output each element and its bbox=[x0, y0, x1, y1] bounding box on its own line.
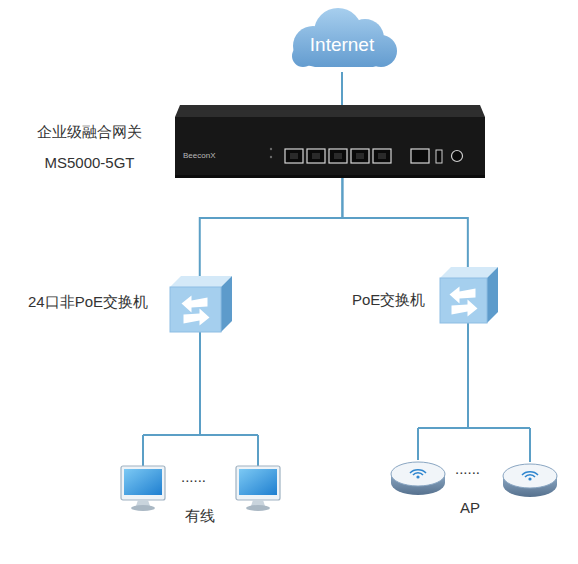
network-link bbox=[341, 72, 343, 105]
monitor-frame bbox=[121, 466, 165, 500]
port-socket bbox=[378, 153, 386, 159]
group-label: 有线 bbox=[185, 507, 215, 526]
network-link bbox=[342, 178, 467, 267]
ellipsis-dots: ...... bbox=[455, 460, 480, 477]
status-led bbox=[270, 156, 272, 158]
pc-icon bbox=[121, 466, 165, 511]
pc-icon bbox=[236, 466, 280, 511]
switch-side bbox=[221, 276, 232, 332]
ethernet-port bbox=[373, 149, 391, 163]
cloud-label: Internet bbox=[283, 32, 401, 58]
monitor-screen bbox=[239, 469, 277, 495]
switch-icon-outline bbox=[170, 276, 232, 332]
internet-cloud: Internet bbox=[283, 6, 401, 72]
switch-label: PoE交换机 bbox=[352, 290, 432, 310]
device-bottom-edge bbox=[175, 175, 485, 178]
switch-body bbox=[170, 276, 232, 332]
switch-arrow bbox=[182, 296, 208, 313]
brand-text: BeeconX bbox=[183, 151, 223, 161]
port-socket bbox=[290, 153, 298, 159]
usb-port bbox=[436, 150, 442, 163]
wifi-symbol bbox=[410, 470, 426, 475]
ap-icon bbox=[503, 464, 557, 497]
console-port bbox=[411, 149, 429, 163]
device-top bbox=[175, 105, 485, 117]
ethernet-port bbox=[351, 149, 369, 163]
device-front bbox=[175, 117, 485, 178]
monitor-base bbox=[131, 505, 155, 511]
gateway-device: 企业级融合网关 MS5000-5GTBeeconX bbox=[175, 105, 485, 178]
monitor-base bbox=[246, 505, 270, 511]
switch-arrow bbox=[450, 287, 476, 304]
gateway-device-outline bbox=[175, 105, 485, 178]
switch-arrow bbox=[452, 300, 478, 317]
switch-arrow bbox=[184, 309, 210, 326]
ap-branch-wire bbox=[418, 322, 530, 462]
gateway-body bbox=[175, 105, 485, 178]
switch-side bbox=[487, 267, 498, 323]
ethernet-port bbox=[329, 149, 347, 163]
switch-icon-outline bbox=[440, 267, 498, 323]
power-jack bbox=[452, 151, 463, 162]
ellipsis-dots: ...... bbox=[181, 468, 206, 485]
wifi-dot bbox=[416, 475, 419, 478]
status-led bbox=[270, 148, 272, 150]
device-heading: 企业级融合网关 MS5000-5GT bbox=[26, 116, 153, 178]
ap-icon bbox=[391, 462, 445, 495]
switch-icon: PoE交换机 bbox=[440, 267, 498, 323]
switch-front bbox=[170, 287, 221, 332]
port-socket bbox=[356, 153, 364, 159]
wifi-symbol bbox=[522, 472, 538, 477]
wifi-dot bbox=[528, 477, 531, 480]
monitor-screen bbox=[124, 469, 162, 495]
ap-top bbox=[503, 464, 557, 488]
ap-top bbox=[391, 462, 445, 486]
switch-front bbox=[440, 278, 487, 323]
group-label: AP bbox=[460, 499, 480, 516]
switch-label: 24口非PoE交换机 bbox=[28, 292, 164, 312]
ethernet-port bbox=[285, 149, 303, 163]
wired-branch-wire bbox=[143, 331, 258, 466]
network-link bbox=[200, 178, 343, 276]
switch-icon: 24口非PoE交换机 bbox=[170, 276, 232, 332]
ethernet-port bbox=[307, 149, 325, 163]
monitor-frame bbox=[236, 466, 280, 500]
access-wires bbox=[143, 322, 530, 466]
port-socket bbox=[312, 153, 320, 159]
port-socket bbox=[334, 153, 342, 159]
switch-body bbox=[440, 267, 498, 323]
